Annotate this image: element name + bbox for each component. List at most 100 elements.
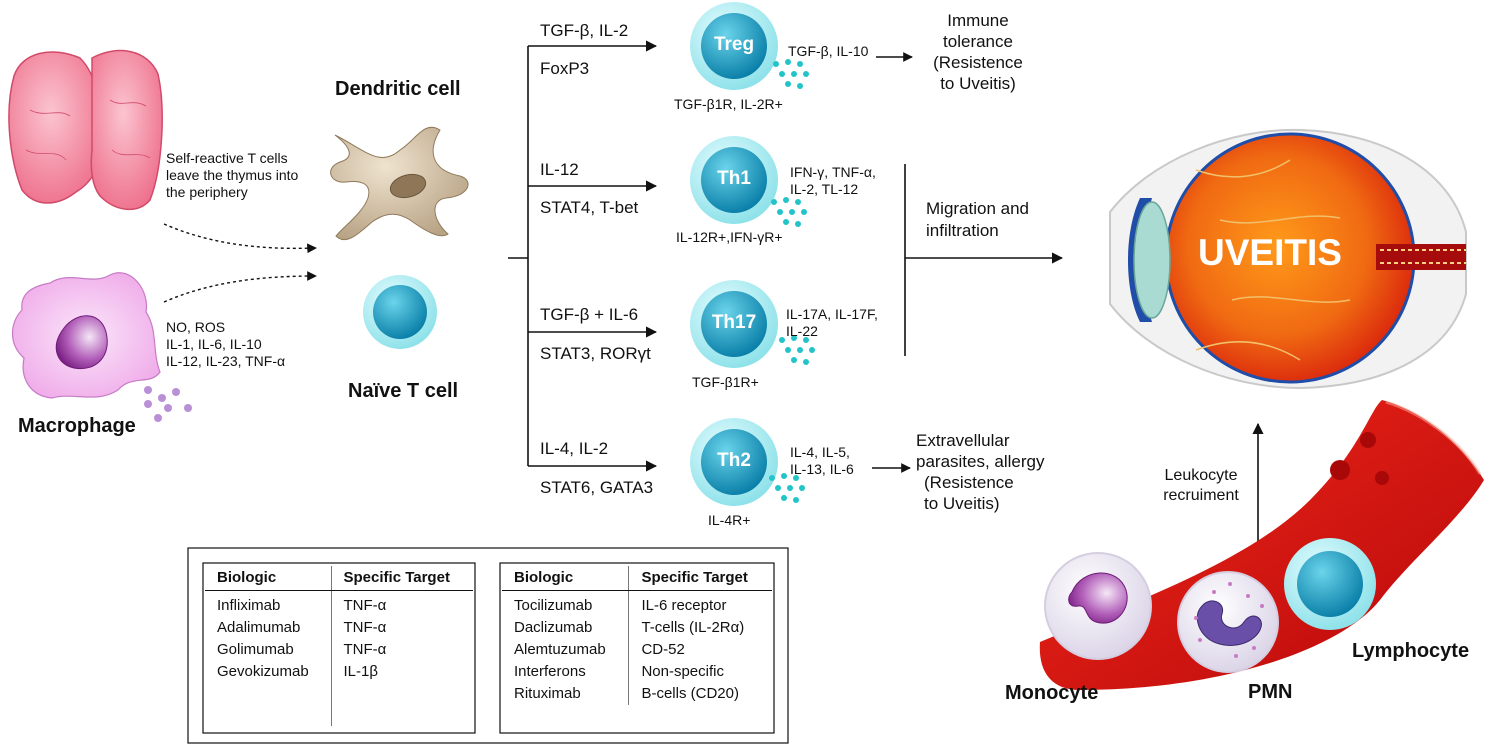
th1-signal-top: IL-12 [540, 160, 579, 179]
target-cell: TNF-α [330, 590, 473, 617]
biologics-table-left-box [202, 562, 476, 734]
dendritic-cell-label: Dendritic cell [335, 78, 461, 100]
biologic-cell: Alemtuzumab [514, 641, 606, 658]
treg-cell-icon [690, 2, 778, 90]
target-cell: IL-1β [330, 661, 473, 683]
th17-secretes: IL-17A, IL-17F, IL-22 [786, 306, 878, 340]
macrophage-label: Macrophage [18, 415, 136, 437]
biologics-table-frame [187, 547, 789, 744]
biologic-cell: Daclizumab [514, 619, 593, 636]
table-header-target: Specific Target [330, 566, 473, 591]
uveitis-label: UVEITIS [1198, 232, 1342, 273]
th17-secretes-line: IL-22 [786, 323, 818, 339]
naive-t-cell-icon [363, 275, 437, 349]
naive-t-cell-label: Naïve T cell [348, 380, 459, 402]
th17-receptor: TGF-β1R+ [692, 374, 759, 390]
biologic-cell: Adalimumab [217, 619, 301, 636]
biologic-cell: Infliximab [217, 597, 281, 614]
treg-signal-top: TGF-β, IL-2 [540, 21, 629, 40]
cytokine-dots [769, 59, 815, 503]
table-row: Infliximab TNF-α [205, 590, 473, 617]
table-row: Adalimumab TNF-α [205, 617, 473, 639]
biologic-cell: Interferons [514, 663, 586, 680]
migration-label-line: infiltration [926, 221, 999, 240]
th1-secretes-line: IFN-γ, TNF-α, [790, 164, 876, 180]
th2-secretes: IL-4, IL-5, IL-13, IL-6 [790, 444, 854, 478]
biologics-table-right-box [499, 562, 775, 734]
thymus-note: Self-reactive T cells leave the thymus i… [166, 150, 298, 201]
th2-signal-bottom: STAT6, GATA3 [540, 478, 654, 497]
monocyte-cell-icon [1044, 552, 1152, 660]
empty-cell [205, 683, 331, 726]
th17-cell-name: Th17 [711, 312, 757, 333]
macrophage-product-line: NO, ROS [166, 319, 226, 335]
recruitment-label-line: Leukocyte [1164, 467, 1238, 484]
migration-label: Migration and infiltration [926, 198, 1029, 242]
biologic-cell: Tocilizumab [514, 597, 593, 614]
pmn-cell-icon [1177, 571, 1279, 673]
th2-signal-top: IL-4, IL-2 [540, 439, 609, 458]
table-header-biologic: Biologic [502, 566, 629, 591]
th1-cell-name: Th1 [717, 168, 751, 189]
th1-signal-bottom: STAT4, T-bet [540, 198, 639, 217]
biologics-table-right: Biologic Specific Target Tocilizumab IL-6… [502, 566, 772, 705]
th2-outcome: Extravellular parasites, allergy (Resist… [916, 430, 1045, 514]
treg-cell-name: Treg [713, 34, 755, 55]
th2-outcome-line: (Resistence [924, 473, 1014, 492]
lymphocyte-label: Lymphocyte [1352, 640, 1470, 662]
treg-signal-bottom: FoxP3 [540, 59, 590, 78]
target-cell: TNF-α [330, 639, 473, 661]
monocyte-label: Monocyte [1005, 682, 1099, 704]
th2-outcome-line: parasites, allergy [916, 452, 1045, 471]
th17-signal-bottom: STAT3, RORγt [540, 344, 651, 363]
table-header-target: Specific Target [628, 566, 772, 591]
th17-cell-icon [690, 280, 778, 368]
recruitment-label-line: recruiment [1163, 487, 1239, 504]
treg-outcome-line: tolerance [943, 32, 1013, 51]
empty-cell [330, 683, 473, 726]
target-cell: IL-6 receptor [628, 590, 772, 617]
thymus-note-line: leave the thymus into [166, 167, 299, 183]
th1-secretes-line: IL-2, TL-12 [790, 181, 859, 197]
target-cell: TNF-α [330, 617, 473, 639]
th2-cell-icon [690, 418, 778, 506]
treg-outcome: Immune tolerance (Resistence to Uveitis) [918, 10, 1038, 94]
th2-outcome-line: to Uveitis) [924, 494, 1000, 513]
macrophage-products: NO, ROS IL-1, IL-6, IL-10 IL-12, IL-23, … [166, 319, 285, 370]
treg-receptor: TGF-β1R, IL-2R+ [674, 96, 783, 112]
pmn-label: PMN [1248, 681, 1293, 703]
th1-secretes: IFN-γ, TNF-α, IL-2, TL-12 [790, 164, 876, 198]
th2-cell-name: Th2 [717, 450, 751, 471]
lymphocyte-cell-icon [1284, 538, 1376, 630]
th1-receptor: IL-12R+,IFN-γR+ [676, 229, 783, 245]
th17-secretes-line: IL-17A, IL-17F, [786, 306, 878, 322]
treg-secretes-line: TGF-β, IL-10 [788, 43, 869, 59]
th2-secretes-line: IL-13, IL-6 [790, 461, 854, 477]
biologic-cell: Rituximab [514, 685, 581, 702]
treg-outcome-line: Immune [947, 11, 1009, 30]
target-cell: Non-specific [628, 661, 772, 683]
table-header-biologic: Biologic [205, 566, 332, 591]
differentiation-tree [508, 40, 658, 472]
macrophage-secretion-dots [144, 386, 192, 422]
treg-secretes: TGF-β, IL-10 [788, 43, 868, 60]
thymus-to-dc-arrow [163, 223, 317, 254]
macrophage-product-line: IL-1, IL-6, IL-10 [166, 336, 262, 352]
migration-label-line: Migration and [926, 199, 1030, 218]
thymus-note-line: Self-reactive T cells [166, 150, 288, 166]
table-row: Interferons Non-specific [502, 661, 772, 683]
table-row: Tocilizumab IL-6 receptor [502, 590, 772, 617]
table-header-row: Biologic Specific Target [502, 566, 772, 591]
macrophage-to-dc-arrow [163, 271, 317, 303]
macrophage-product-line: IL-12, IL-23, TNF-α [166, 353, 286, 369]
th2-secretes-line: IL-4, IL-5, [790, 444, 850, 460]
treg-outcome-line: to Uveitis) [940, 74, 1016, 93]
table-row-spacer [205, 683, 473, 726]
